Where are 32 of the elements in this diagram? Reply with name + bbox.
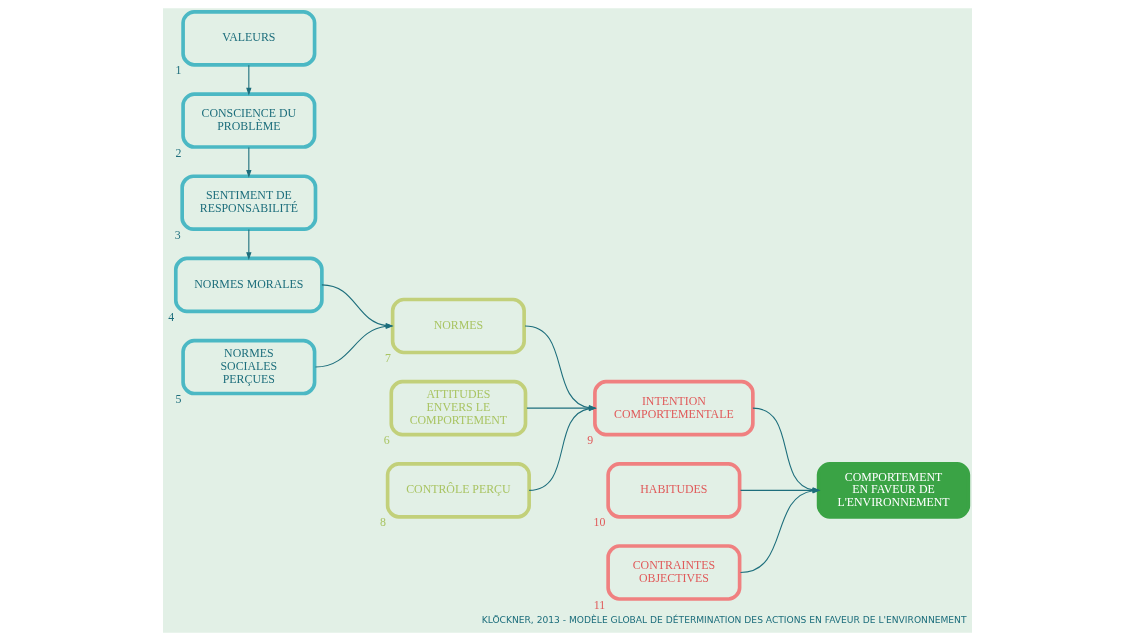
caption: KLÖCKNER, 2013 - MODÈLE GLOBAL DE DÉTERMINATION DES ACTIONS EN FAVEUR DE L'ENVIRONNEMENT (481, 614, 967, 625)
arrow (528, 405, 597, 491)
arrow (524, 325, 597, 411)
node-box: CONTRÔLE PERÇU (385, 462, 531, 519)
node-label: 10 (593, 515, 606, 530)
node-label: 8 (380, 515, 387, 530)
node-box: VALEURS (181, 10, 317, 67)
arrow (246, 64, 252, 96)
node-label: 3 (174, 227, 181, 242)
node-box: HABITUDES (606, 462, 742, 519)
node-box: ATTITUDES ENVERS LE COMPORTEMENT (389, 379, 528, 437)
node-label: 6 (383, 433, 390, 448)
arrow (246, 146, 252, 178)
node-label: 4 (168, 309, 175, 324)
node-box: NORMES MORALES (173, 256, 324, 314)
node-box: NORMES (390, 297, 526, 355)
node-box: SENTIMENT DE RESPONSABILITÉ (180, 174, 318, 231)
arrow (321, 284, 394, 329)
node-label: 5 (175, 392, 182, 407)
node-box: CONTRAINTES OBJECTIVES (606, 544, 742, 601)
node-label: 7 (385, 350, 392, 365)
node-label: 1 (175, 63, 182, 78)
node-box: CONSCIENCE DU PROBLÈME (181, 92, 317, 149)
arrow (314, 323, 394, 368)
arrow (246, 229, 252, 260)
node-box: NORMES SOCIALES PERÇUES (181, 338, 317, 396)
node-label: 2 (175, 145, 182, 160)
arrow (526, 405, 597, 411)
node-label: 9 (587, 433, 594, 448)
node-box: INTENTION COMPORTEMENTALE (593, 379, 755, 437)
node-box: COMPORTEMENT EN FAVEUR DE L'ENVIRONNEMENT (816, 462, 971, 519)
node-label: 11 (593, 597, 606, 612)
